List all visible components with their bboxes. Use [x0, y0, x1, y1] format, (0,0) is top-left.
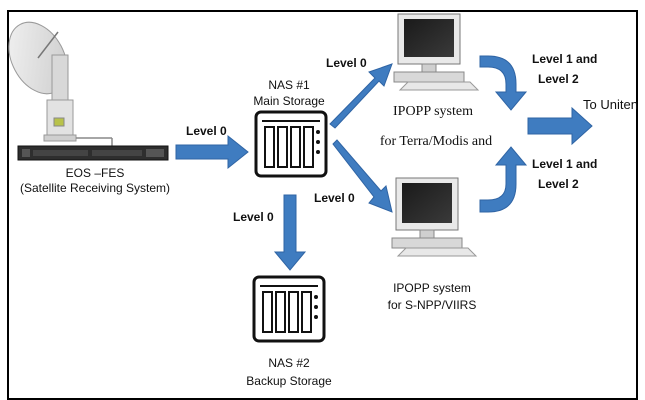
arrow-nas1-to-ipopp-top: [329, 63, 393, 129]
arrow-nas1-to-ipopp-bottom: [332, 139, 393, 213]
nas2-label: NAS #2: [268, 356, 310, 370]
edge-label-ipopp-top-out: Level 1 and: [532, 52, 598, 66]
nas1-label: NAS #1: [268, 78, 310, 92]
edge-label-ipopp-top-out-2: Level 2: [538, 72, 579, 86]
arrow-ipopp-bottom-out: [479, 146, 528, 213]
eos-fes-sublabel: (Satellite Receiving System): [19, 181, 171, 195]
arrow-nas1-to-nas2: [273, 194, 307, 271]
eos-fes-label: EOS –FES: [65, 166, 125, 180]
desktop-computer-icon: [393, 13, 480, 91]
nas-icon: [252, 275, 326, 343]
diagram-frame: [7, 10, 638, 400]
edge-label-nas1-nas2: Level 0: [233, 210, 274, 224]
nas1-sublabel: Main Storage: [253, 94, 325, 108]
arrow-eos-to-nas1: [175, 134, 249, 170]
edge-label-nas1-ipopp-bottom: Level 0: [314, 191, 355, 205]
ipopp-top-label: IPOPP system: [392, 104, 474, 119]
nas-icon: [254, 110, 328, 178]
arrow-ipopp-top-out: [479, 55, 528, 111]
server-rack-icon: [17, 145, 169, 161]
edge-label-ipopp-bottom-out-2: Level 2: [538, 177, 579, 191]
edge-label-eos-nas1: Level 0: [186, 124, 227, 138]
destination-label: To Uniten: [583, 97, 638, 112]
edge-label-nas1-ipopp-top: Level 0: [326, 56, 367, 70]
desktop-computer-icon: [391, 177, 478, 257]
satellite-dish-icon: [8, 21, 113, 146]
ipopp-bottom-label: IPOPP system: [393, 281, 471, 295]
nas2-sublabel: Backup Storage: [246, 374, 332, 388]
ipopp-top-sublabel: for Terra/Modis and: [379, 134, 493, 149]
edge-label-ipopp-bottom-out: Level 1 and: [532, 157, 598, 171]
arrow-to-uniten: [527, 106, 593, 146]
ipopp-bottom-sublabel: for S-NPP/VIIRS: [387, 298, 477, 312]
